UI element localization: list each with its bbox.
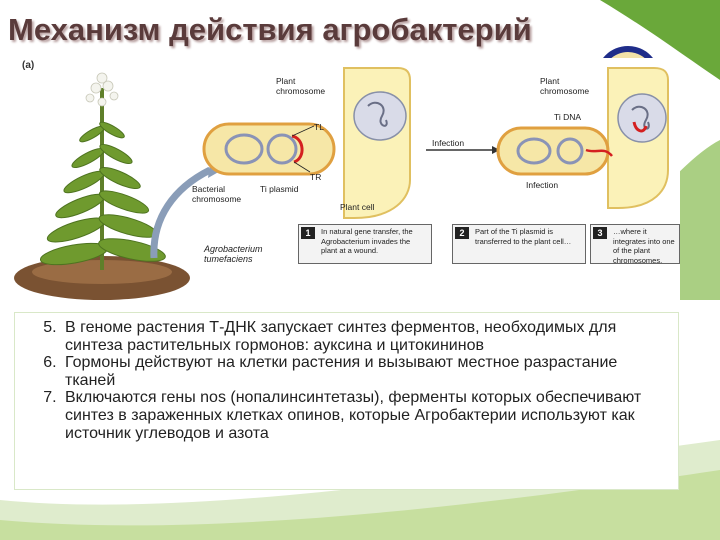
tl-label: TL [314,122,324,132]
bacterial-chromosome-label: Bacterial chromosome [192,184,242,204]
point-text: Включаются гены nos (нопалинсинтетазы), … [65,389,642,442]
agrobacterium-label: Agrobacterium tumefaciens [204,244,263,264]
tr-label: TR [310,172,322,182]
bacterial-chromosome [224,133,264,165]
ti-dna-label: Ti DNA [554,112,582,122]
page-title: Механизм действия агробактерий [8,12,532,47]
plant-cell-label: Plant cell [340,202,375,212]
plant-chromosome-label-1: Plant chromosome [276,76,326,96]
infection-label: Infection [526,180,559,190]
point-item: Гормоны действуют на клетки растения и в… [61,354,668,389]
step-text-1: In natural gene transfer, the Agrobacter… [321,227,413,255]
figure-label: (a) [22,60,35,71]
step-text-2: Part of the Ti plasmid is transferred to… [475,227,572,246]
point-text: В геноме растения Т-ДНК запускает синтез… [65,319,617,354]
curved-arrow [150,166,212,259]
infection-arrow-label: Infection [432,138,465,148]
step-text-3: …where it integrates into one of the pla… [613,227,675,265]
points-textbox: В геноме растения Т-ДНК запускает синтез… [14,312,679,490]
step-box-2: 2 Part of the Ti plasmid is transferred … [452,224,586,264]
point-text: Гормоны действуют на клетки растения и в… [65,354,618,389]
agrobacterium-diagram: (a) [14,58,680,304]
point-item: Включаются гены nos (нопалинсинтетазы), … [61,389,668,442]
step-number-2: 2 [455,227,469,239]
points-list: В геноме растения Т-ДНК запускает синтез… [15,313,678,442]
plant-flowers [85,72,119,107]
step-box-3: 3 …where it integrates into one of the p… [590,224,680,265]
step-box-1: 1 In natural gene transfer, the Agrobact… [298,224,432,264]
ti-plasmid [266,133,298,165]
ti-plasmid-label: Ti plasmid [260,184,299,194]
step-number-1: 1 [301,227,315,239]
plant-chromosome-label-2: Plant chromosome [540,76,590,96]
diagram-graphics [14,67,669,300]
step-number-3: 3 [593,227,607,239]
nucleus-1 [353,91,407,141]
point-item: В геноме растения Т-ДНК запускает синтез… [61,319,668,354]
nucleus-2 [617,93,667,143]
plant-leaves [39,121,166,266]
plant-cell-1 [343,67,411,219]
